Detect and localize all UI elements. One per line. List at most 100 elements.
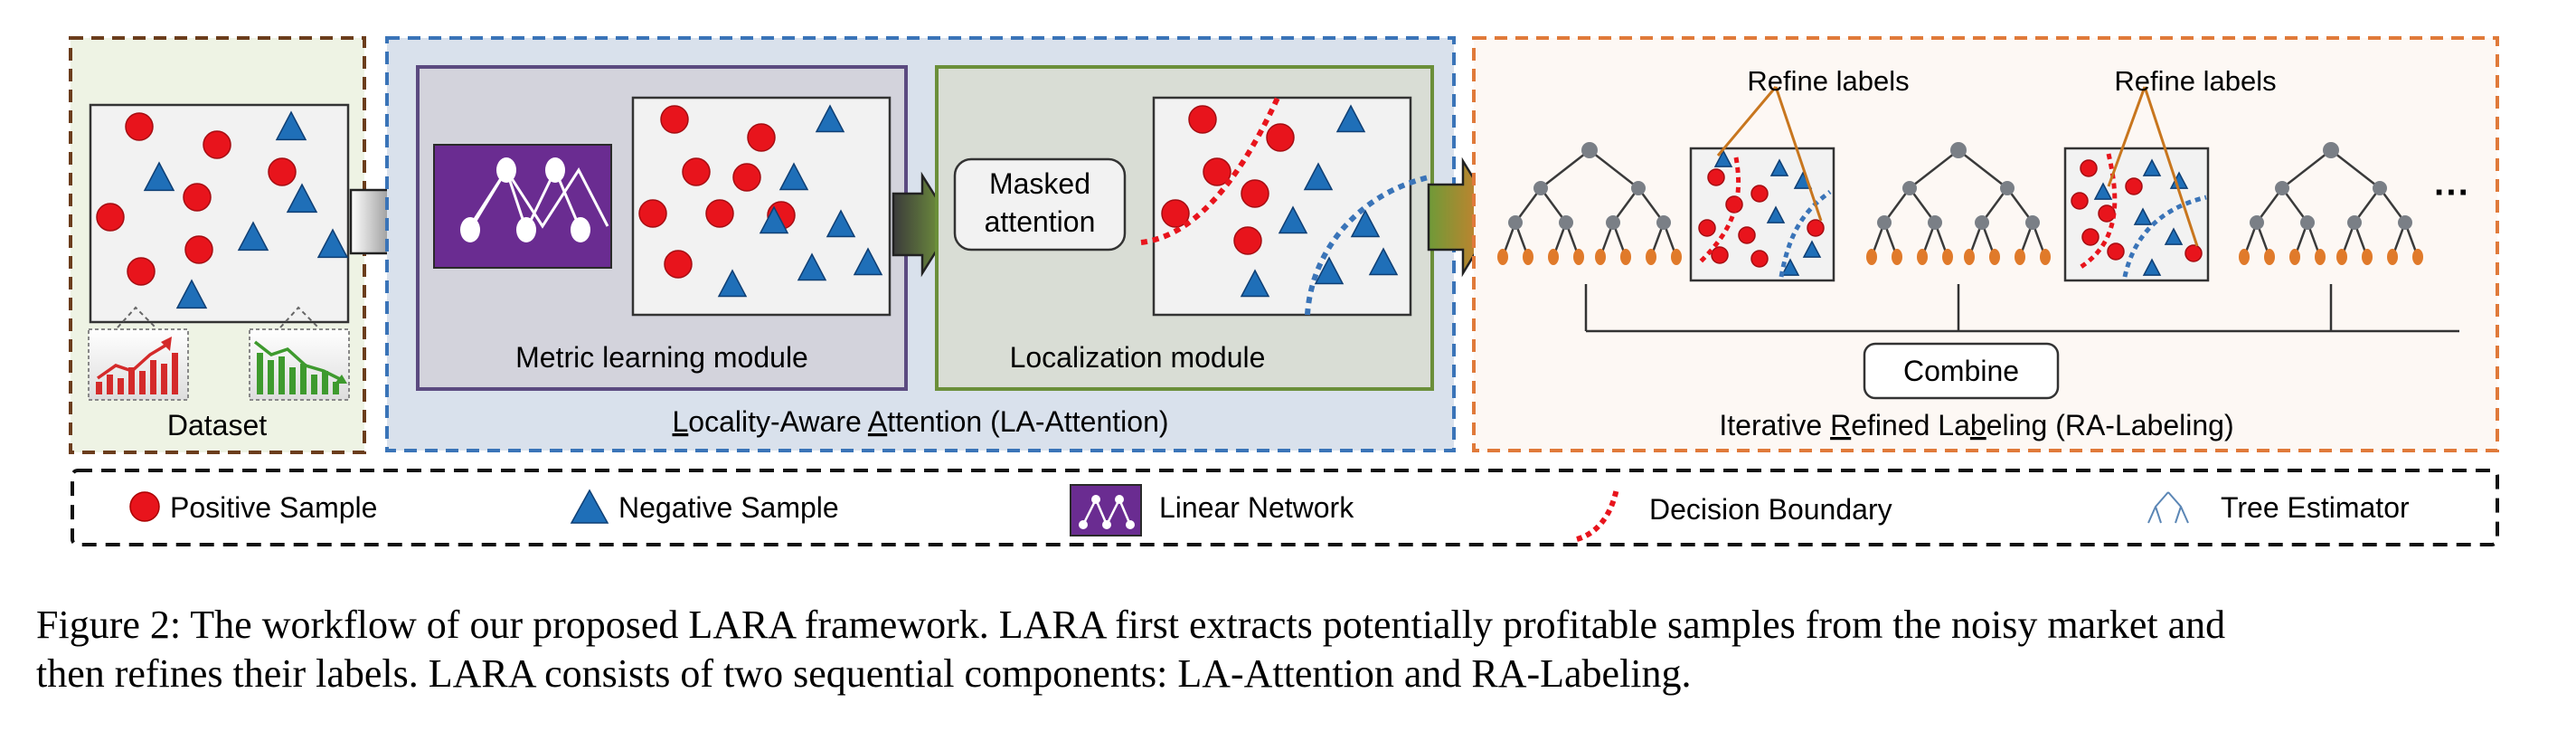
red-bar xyxy=(139,371,146,394)
negative-sample xyxy=(2142,158,2162,176)
green-bar xyxy=(322,371,328,394)
negative-sample xyxy=(1368,247,1399,276)
rising-chart-thumbnail xyxy=(88,328,189,401)
metric-learning-label: Metric learning module xyxy=(515,341,808,374)
dataset-panel: Dataset xyxy=(69,36,366,454)
positive-sample xyxy=(1807,219,1825,237)
la-attention-label: Locality-Aware Attention (LA-Attention) xyxy=(672,405,1168,438)
positive-sample xyxy=(660,105,689,134)
negative-sample xyxy=(237,221,269,252)
positive-sample xyxy=(638,199,667,228)
positive-sample xyxy=(183,183,212,212)
negative-sample xyxy=(1780,258,1800,276)
positive-sample xyxy=(1233,226,1262,255)
negative-sample xyxy=(1802,240,1822,258)
positive-sample xyxy=(732,163,761,192)
legend-negative: Negative Sample xyxy=(570,489,839,524)
refine-label-leaders xyxy=(1716,86,2199,247)
negative-sample xyxy=(2142,258,2162,276)
negative-sample xyxy=(1335,104,1366,133)
tree-estimator-icon xyxy=(2147,491,2189,524)
negative-sample xyxy=(275,110,307,141)
negative-sample xyxy=(143,161,175,192)
falling-chart-thumbnail xyxy=(249,328,350,401)
red-bar xyxy=(128,367,135,394)
dataset-samples xyxy=(96,110,349,309)
svg-text:Decision Boundary: Decision Boundary xyxy=(1649,493,1892,526)
ra-labeling-label: Iterative Refined Labeling (RA-Labeling) xyxy=(1719,409,2233,441)
positive-sample xyxy=(125,112,154,141)
svg-text:Linear Network: Linear Network xyxy=(1159,491,1354,524)
svg-text:Tree Estimator: Tree Estimator xyxy=(2221,491,2410,524)
ra-labeling-panel: Refine labels Refine labels ··· Combine … xyxy=(1472,36,2499,452)
negative-sample xyxy=(1350,209,1381,238)
positive-sample xyxy=(1203,157,1231,186)
green-bar xyxy=(333,382,339,394)
green-bar xyxy=(257,353,263,394)
negative-sample xyxy=(759,205,789,234)
dataset-label: Dataset xyxy=(167,409,267,441)
combine-box: Combine xyxy=(1863,342,2060,400)
legend-tree-estimator: Tree Estimator xyxy=(2147,491,2410,524)
red-bar xyxy=(161,364,167,394)
combine-label: Combine xyxy=(1903,355,2019,387)
negative-sample xyxy=(1314,256,1345,285)
legend-linear-network: Linear Network xyxy=(1070,484,1354,536)
masked-attention-line2: attention xyxy=(985,205,1096,238)
caption-line-2: then refines their labels. LARA consists… xyxy=(36,651,1692,696)
positive-sample xyxy=(1266,123,1295,152)
negative-sample xyxy=(286,183,318,214)
negative-sample xyxy=(2093,182,2113,200)
positive-sample xyxy=(96,203,125,232)
legend-decision-boundary: Decision Boundary xyxy=(1576,488,1892,542)
metric-learning-module: Metric learning module xyxy=(416,65,908,391)
positive-sample xyxy=(2184,244,2203,262)
localization-label: Localization module xyxy=(1010,341,1266,374)
negative-sample xyxy=(2164,227,2184,245)
more-estimators-ellipsis: ··· xyxy=(2434,173,2470,213)
masked-attention-line1: Masked xyxy=(989,167,1090,200)
positive-sample xyxy=(2071,192,2089,210)
positive-sample xyxy=(664,250,693,279)
svg-text:Positive Sample: Positive Sample xyxy=(170,491,377,524)
positive-sample xyxy=(1707,168,1725,186)
decision-boundary-blue xyxy=(1305,175,1430,316)
red-bar xyxy=(150,360,156,394)
caption-line-1: Figure 2: The workflow of our proposed L… xyxy=(36,603,2226,647)
negative-sample xyxy=(826,209,856,238)
negative-sample xyxy=(1769,158,1789,176)
decision-boundary-red xyxy=(1140,94,1281,245)
positive-sample xyxy=(1750,250,1769,268)
negative-sample xyxy=(1766,205,1786,223)
green-bar xyxy=(300,364,307,394)
positive-sample xyxy=(2107,242,2125,261)
figure-caption: Figure 2: The workflow of our proposed L… xyxy=(36,601,2550,698)
green-bar xyxy=(268,360,274,394)
positive-sample xyxy=(747,123,776,152)
green-bar xyxy=(278,356,285,394)
negative-sample xyxy=(1240,269,1270,298)
negative-sample xyxy=(2133,207,2153,225)
legend: Positive Sample Negative Sample Linear N… xyxy=(71,469,2499,546)
negative-sample xyxy=(175,279,208,309)
masked-attention-box: Masked attention xyxy=(953,157,1127,252)
positive-sample xyxy=(705,199,734,228)
positive-sample xyxy=(2081,228,2099,246)
red-bar xyxy=(96,382,102,394)
negative-sample xyxy=(853,247,883,276)
positive-sample xyxy=(2125,177,2143,195)
red-bar xyxy=(107,375,113,394)
legend-positive: Positive Sample xyxy=(129,491,377,524)
positive-sample xyxy=(1698,219,1716,237)
linear-network-block xyxy=(433,144,612,269)
red-bar xyxy=(172,353,178,394)
positive-sample xyxy=(184,235,213,264)
positive-sample xyxy=(1711,246,1729,264)
negative-sample xyxy=(1303,162,1334,191)
refine-labels-2: Refine labels xyxy=(2114,65,2276,97)
positive-sample xyxy=(2080,159,2098,177)
positive-sample xyxy=(127,257,156,286)
positive-sample xyxy=(1188,105,1217,134)
positive-sample xyxy=(1161,199,1190,228)
